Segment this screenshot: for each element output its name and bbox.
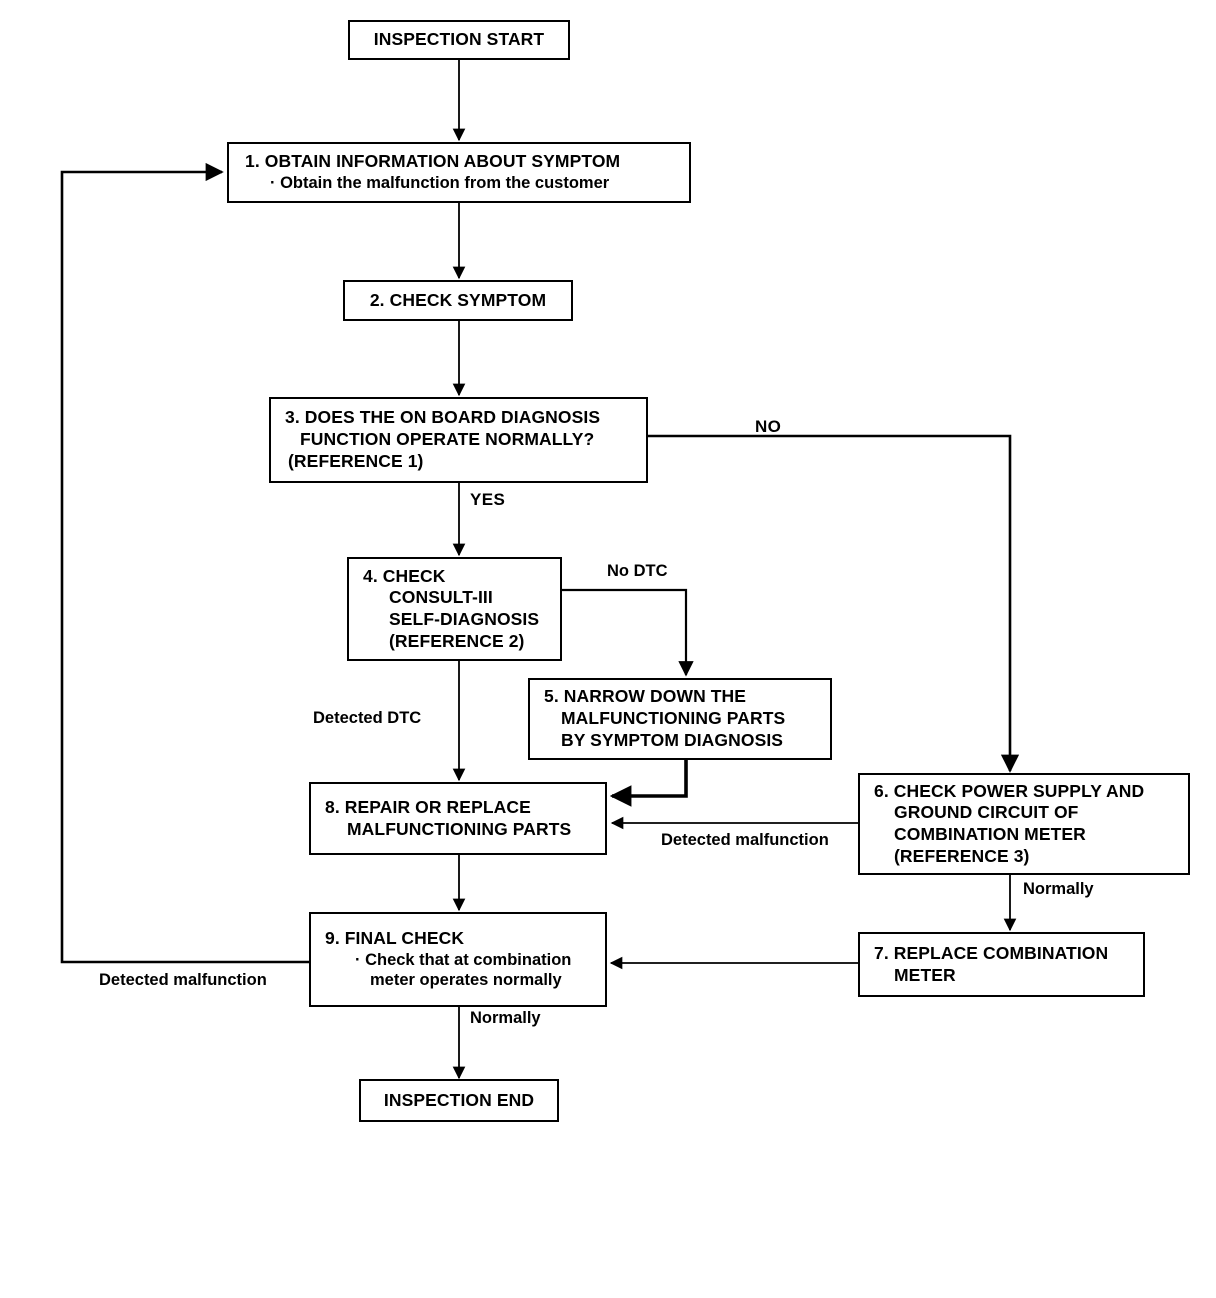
node-step-6-line-4: (REFERENCE 3) <box>894 845 1030 866</box>
node-step-5-narrow-down-parts[interactable]: 5. NARROW DOWN THE MALFUNCTIONING PARTS … <box>528 678 832 760</box>
node-step-9-line-1: 9. FINAL CHECK <box>325 927 465 948</box>
node-step-4-line-1: 4. CHECK <box>363 565 446 586</box>
node-inspection-end-label: INSPECTION END <box>383 1089 535 1110</box>
node-step-7-line-1: 7. REPLACE COMBINATION <box>874 942 1109 963</box>
node-inspection-end[interactable]: INSPECTION END <box>359 1079 559 1122</box>
edge-label-normally-meter: Normally <box>1023 880 1094 898</box>
node-step-9-final-check[interactable]: 9. FINAL CHECK · Check that at combinati… <box>309 912 607 1007</box>
node-step-6-line-1: 6. CHECK POWER SUPPLY AND <box>874 780 1145 801</box>
node-step-3-on-board-diagnosis[interactable]: 3. DOES THE ON BOARD DIAGNOSIS FUNCTION … <box>269 397 648 483</box>
node-step-9-line-3: meter operates normally <box>370 971 562 990</box>
node-step-4-line-3: SELF-DIAGNOSIS <box>389 609 540 629</box>
node-step-8-line-1: 8. REPAIR OR REPLACE <box>325 796 531 817</box>
node-step-8-line-2: MALFUNCTIONING PARTS <box>347 818 572 839</box>
connector-step4-nodtc-to-step5 <box>562 588 694 677</box>
node-step-8-repair-or-replace[interactable]: 8. REPAIR OR REPLACE MALFUNCTIONING PART… <box>309 782 607 855</box>
node-step-7-line-2: METER <box>894 964 956 985</box>
edge-label-detected-malfunction-left: Detected malfunction <box>99 971 267 989</box>
node-inspection-start-label: INSPECTION START <box>373 29 545 50</box>
edge-label-yes: YES <box>470 490 506 509</box>
connector-step5-to-step8 <box>609 760 688 807</box>
node-step-1-obtain-information[interactable]: 1. OBTAIN INFORMATION ABOUT SYMPTOM · Ob… <box>227 142 691 203</box>
node-step-4-consult-self-diagnosis[interactable]: 4. CHECK CONSULT-III SELF-DIAGNOSIS (REF… <box>347 557 562 661</box>
edge-label-no: NO <box>755 417 782 436</box>
node-step-6-line-2: GROUND CIRCUIT OF <box>894 802 1079 823</box>
node-step-9-line-2: · Check that at combination <box>355 950 572 969</box>
node-step-3-line-3: (REFERENCE 1) <box>288 450 424 471</box>
node-step-4-line-2: CONSULT-III <box>389 587 493 608</box>
node-step-7-replace-combination-meter[interactable]: 7. REPLACE COMBINATION METER <box>858 932 1145 997</box>
edge-label-detected-malfunction-right: Detected malfunction <box>661 831 829 849</box>
edge-label-no-dtc: No DTC <box>607 562 668 580</box>
node-step-5-line-3: BY SYMPTOM DIAGNOSIS <box>561 729 784 750</box>
node-step-3-line-2: FUNCTION OPERATE NORMALLY? <box>300 429 595 450</box>
edge-label-detected-dtc: Detected DTC <box>313 709 422 727</box>
node-step-5-line-1: 5. NARROW DOWN THE <box>544 686 747 707</box>
node-step-1-line-2: · Obtain the malfunction from the custom… <box>270 173 610 192</box>
connector-step9-to-step1-loop <box>60 162 309 964</box>
node-step-6-line-3: COMBINATION METER <box>894 824 1086 844</box>
connector-step3-no-to-step6 <box>648 434 1020 773</box>
node-step-6-check-power-supply[interactable]: 6. CHECK POWER SUPPLY AND GROUND CIRCUIT… <box>858 773 1190 875</box>
node-step-1-line-1: 1. OBTAIN INFORMATION ABOUT SYMPTOM <box>245 151 621 172</box>
edge-label-normally-final: Normally <box>470 1009 541 1027</box>
node-step-5-line-2: MALFUNCTIONING PARTS <box>561 708 786 729</box>
node-step-2-check-symptom[interactable]: 2. CHECK SYMPTOM <box>343 280 573 321</box>
node-step-4-line-4: (REFERENCE 2) <box>389 630 525 651</box>
node-inspection-start[interactable]: INSPECTION START <box>348 20 570 60</box>
node-step-3-line-1: 3. DOES THE ON BOARD DIAGNOSIS <box>285 407 601 428</box>
node-step-2-label: 2. CHECK SYMPTOM <box>369 289 547 310</box>
